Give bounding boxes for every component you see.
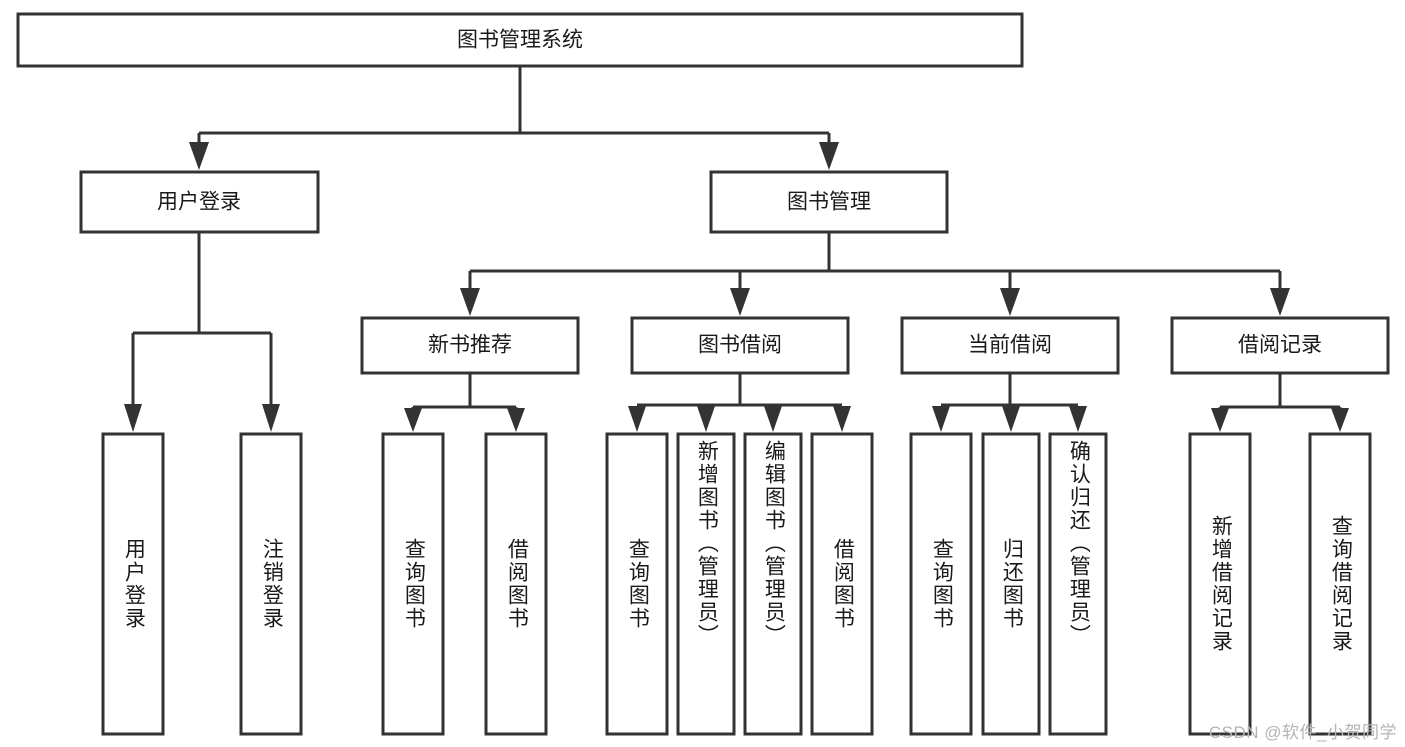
connector-group-new-book-recommend (404, 373, 525, 432)
node-book-manage[interactable]: 图书管理 (709, 170, 949, 234)
leaf-query-borrow-record-box[interactable] (1308, 432, 1372, 736)
arrowhead-leaf-logout-login (262, 404, 280, 432)
connector-group-user-login (124, 232, 280, 432)
arrowhead-leaf-query-book-2 (628, 406, 646, 432)
arrowhead-user-login (189, 142, 209, 170)
node-book-borrow-box[interactable] (630, 316, 850, 375)
arrowhead-leaf-edit-book-admin (764, 406, 782, 432)
node-user-login-box[interactable] (79, 170, 320, 234)
node-borrow-record[interactable]: 借阅记录 (1170, 316, 1390, 375)
connector-group-current-borrow (932, 373, 1087, 432)
leaf-add-borrow-record-box[interactable] (1188, 432, 1252, 736)
arrowhead-new-book-recommend (460, 288, 480, 316)
arrowhead-leaf-return-book (1002, 406, 1020, 432)
arrowhead-leaf-borrow-book-1 (507, 408, 525, 432)
arrowhead-leaf-query-borrow-record (1331, 408, 1349, 432)
node-user-login-label: 用户登录 (157, 191, 241, 214)
node-root-box[interactable] (16, 12, 1024, 68)
connector-group-root (189, 66, 839, 170)
arrowhead-borrow-record (1270, 288, 1290, 316)
leaf-query-book-1-box[interactable] (381, 432, 445, 736)
leaf-query-book-2-box[interactable] (605, 432, 669, 736)
leaf-logout-login-box[interactable] (239, 432, 303, 736)
node-current-borrow[interactable]: 当前借阅 (900, 316, 1120, 375)
node-current-borrow-label: 当前借阅 (968, 334, 1052, 357)
leaf-user-login-box[interactable] (101, 432, 165, 736)
watermark-text: CSDN @软件_小贺同学 (1208, 723, 1397, 742)
connector-group-book-manage (460, 232, 1290, 316)
leaf-edit-book-admin-box[interactable] (743, 432, 803, 736)
arrowhead-leaf-add-borrow-record (1211, 408, 1229, 432)
node-current-borrow-box[interactable] (900, 316, 1120, 375)
connector-group-book-borrow (628, 373, 851, 432)
connector-group-borrow-record (1211, 373, 1349, 432)
node-root-label: 图书管理系统 (457, 29, 583, 52)
node-book-borrow[interactable]: 图书借阅 (630, 316, 850, 375)
node-book-manage-box[interactable] (709, 170, 949, 234)
node-root[interactable]: 图书管理系统 (16, 12, 1024, 68)
node-new-book-recommend[interactable]: 新书推荐 (360, 316, 580, 375)
arrowhead-leaf-query-book-3 (932, 406, 950, 432)
node-new-book-recommend-label: 新书推荐 (428, 334, 512, 357)
arrowhead-book-borrow (730, 288, 750, 316)
leaf-add-book-admin-box[interactable] (676, 432, 736, 736)
node-new-book-recommend-box[interactable] (360, 316, 580, 375)
arrowhead-leaf-borrow-book-2 (833, 406, 851, 432)
node-book-borrow-label: 图书借阅 (698, 334, 782, 357)
node-book-manage-label: 图书管理 (787, 191, 871, 214)
leaf-return-book-box[interactable] (981, 432, 1041, 736)
arrowhead-leaf-user-login (124, 404, 142, 432)
arrowhead-leaf-query-book-1 (404, 408, 422, 432)
leaf-borrow-book-1-box[interactable] (484, 432, 548, 736)
arrowhead-book-manage (819, 142, 839, 170)
arrowhead-leaf-confirm-return-admin (1069, 406, 1087, 432)
node-user-login[interactable]: 用户登录 (79, 170, 320, 234)
leaf-query-book-3-box[interactable] (909, 432, 973, 736)
leaf-confirm-return-admin-box[interactable] (1048, 432, 1108, 736)
node-borrow-record-label: 借阅记录 (1238, 334, 1322, 357)
arrowhead-leaf-add-book-admin (697, 406, 715, 432)
leaf-borrow-book-2-box[interactable] (810, 432, 874, 736)
arrowhead-current-borrow (1000, 288, 1020, 316)
node-borrow-record-box[interactable] (1170, 316, 1390, 375)
